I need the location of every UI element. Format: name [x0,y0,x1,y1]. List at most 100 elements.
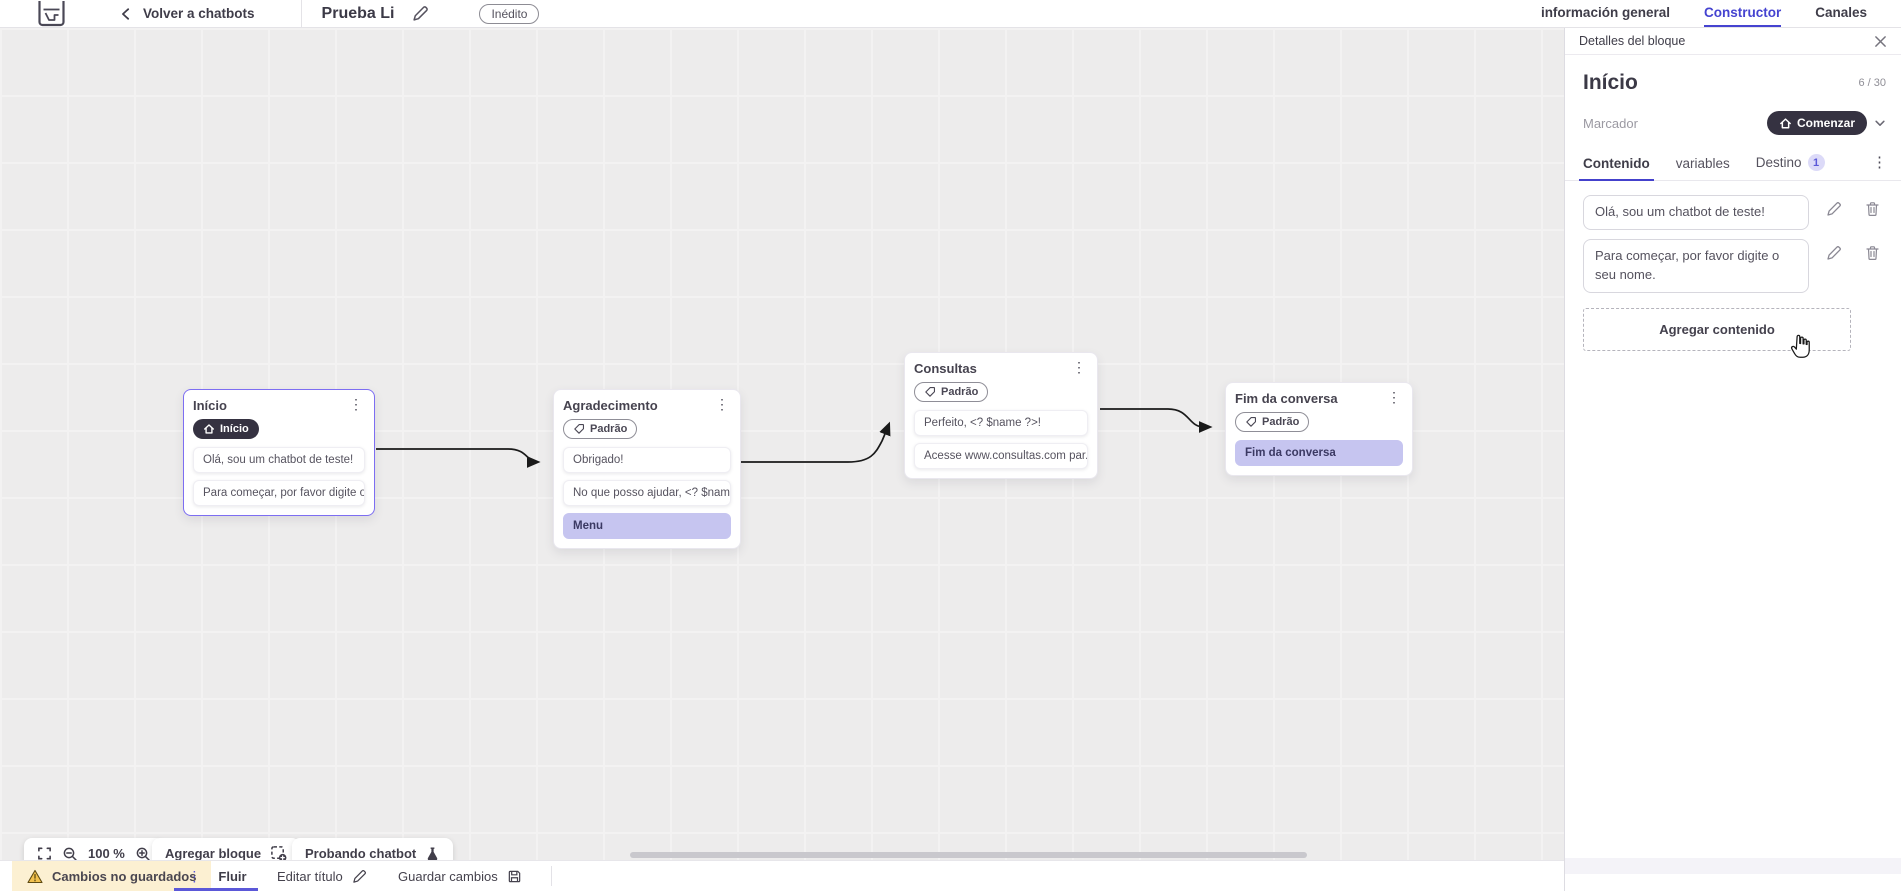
flow-block-agradecimento[interactable]: Agradecimento ⋮ Padrão Obrigado! No que … [553,389,741,549]
tag-icon [925,386,936,397]
flask-icon [425,846,440,860]
tag-icon [1246,416,1257,427]
flow-block-consultas[interactable]: Consultas ⋮ Padrão Perfeito, <? $name ?>… [904,352,1098,479]
add-content-button[interactable]: Agregar contenido [1583,307,1851,351]
content-item-row: Para começar, por favor digite o seu nom… [1565,238,1901,293]
flow-canvas[interactable]: Início ⋮ Início Olá, sou um chatbot de t… [0,28,1564,860]
block-title: Consultas [914,361,977,376]
tab-informacion-general[interactable]: información general [1540,5,1670,20]
block-header: Início ⋮ [193,396,365,413]
zoom-in-icon[interactable] [135,846,151,860]
marker-select[interactable]: Comenzar [1766,111,1867,135]
block-type-label: Padrão [1262,416,1300,428]
destino-count-badge: 1 [1807,154,1825,171]
block-card-menu[interactable]: Fim da conversa [1235,440,1403,466]
block-name-field[interactable]: Início [1583,71,1638,94]
tag-icon [574,423,585,434]
block-title: Agradecimento [563,398,658,413]
block-card[interactable]: Perfeito, <? $name ?>! [914,410,1088,436]
block-type-label: Padrão [941,386,979,398]
block-type-label: Padrão [590,423,628,435]
marker-row: Marcador Comenzar [1565,95,1901,135]
content-text-card[interactable]: Olá, sou um chatbot de teste! [1583,195,1809,230]
block-header: Fim da conversa ⋮ [1235,389,1403,406]
header-divider [300,0,302,28]
block-header: Agradecimento ⋮ [563,396,731,413]
panel-footer-strip [1565,858,1901,874]
header-tabs: información general Constructor Canales [1541,0,1901,27]
block-card-menu[interactable]: Menu [563,513,731,539]
unsaved-changes-label: Cambios no guardados [52,868,197,884]
tab-fluir[interactable]: ⋮ Fluir [174,861,258,891]
zoom-toolbar: 100 % [24,838,164,860]
top-bar: Volver a chatbots Prueba Li Inédito info… [0,0,1901,28]
block-type-pill: Padrão [914,382,989,402]
edit-pencil-icon [352,869,367,884]
block-type-pill: Padrão [563,419,638,439]
block-card[interactable]: Acesse www.consultas.com par... [914,443,1088,469]
content-text-card[interactable]: Para começar, por favor digite o seu nom… [1583,238,1809,293]
bottom-bar: Cambios no guardados ⋮ Fluir Editar títu… [0,860,1564,891]
tab-destino[interactable]: Destino 1 [1756,154,1825,180]
canvas-horizontal-scrollbar[interactable] [630,852,1307,858]
kebab-icon[interactable]: ⋮ [1387,389,1401,405]
flow-block-fim-da-conversa[interactable]: Fim da conversa ⋮ Padrão Fim da conversa [1225,382,1413,476]
chevron-down-icon[interactable] [1874,117,1886,129]
chatbot-title: Prueba Li [321,4,395,22]
test-chatbot-button[interactable]: Probando chatbot [292,838,454,860]
save-changes-label: Guardar cambios [398,868,498,884]
char-counter: 6 / 30 [1858,77,1886,89]
kebab-icon[interactable]: ⋮ [1872,154,1887,171]
status-badge: Inédito [479,3,540,24]
save-icon [507,869,522,884]
add-block-icon [270,845,287,860]
marker-value: Comenzar [1796,116,1855,130]
trash-icon[interactable] [1865,201,1880,217]
tab-constructor[interactable]: Constructor [1703,0,1782,27]
close-icon[interactable] [1874,35,1887,48]
block-card[interactable]: No que posso ajudar, <? $name ... [563,480,731,506]
kebab-icon[interactable]: ⋮ [349,396,363,412]
block-card[interactable]: Olá, sou um chatbot de teste! [193,447,365,473]
panel-tabs: Contenido variables Destino 1 ⋮ [1565,135,1901,181]
content-item-row: Olá, sou um chatbot de teste! [1565,195,1901,230]
app-logo-icon[interactable] [38,0,65,27]
block-card[interactable]: Obrigado! [563,447,731,473]
kebab-icon[interactable]: ⋮ [1072,359,1086,375]
footer-divider [551,866,552,886]
save-changes-button[interactable]: Guardar cambios [398,861,522,891]
tab-destino-label: Destino [1755,155,1802,170]
tab-canales[interactable]: Canales [1815,5,1867,20]
unsaved-changes-chip: Cambios no guardados [12,861,212,891]
block-header: Consultas ⋮ [914,359,1088,376]
back-button[interactable]: Volver a chatbots [119,6,255,21]
tab-contenido[interactable]: Contenido [1579,156,1654,181]
edit-pencil-icon[interactable] [1826,201,1842,217]
tab-variables[interactable]: variables [1675,156,1730,171]
trash-icon[interactable] [1865,245,1880,261]
home-icon [1780,117,1791,129]
block-card[interactable]: Para começar, por favor digite o ... [193,480,365,506]
kebab-icon[interactable]: ⋮ [187,868,202,884]
block-title: Início [193,398,227,413]
panel-header-title: Detalles del bloque [1579,34,1686,48]
tab-fluir-label: Fluir [218,868,247,884]
edit-title-button[interactable]: Editar título [277,861,367,891]
edit-pencil-icon[interactable] [1826,245,1842,261]
kebab-icon[interactable]: ⋮ [715,396,729,412]
active-tab-underline [174,888,258,891]
fit-screen-icon[interactable] [37,846,52,860]
add-block-button[interactable]: Agregar bloque [152,838,301,860]
zoom-level: 100 % [88,846,125,860]
marker-label: Marcador [1583,115,1638,131]
flow-block-inicio[interactable]: Início ⋮ Início Olá, sou um chatbot de t… [183,389,375,516]
block-type-pill: Padrão [1235,412,1310,432]
zoom-out-icon[interactable] [62,846,78,860]
edit-pencil-icon[interactable] [412,5,429,22]
warning-icon [27,869,43,884]
add-content-label: Agregar contenido [1659,321,1775,337]
test-chatbot-label: Probando chatbot [305,846,417,860]
block-details-panel: Detalles del bloque Início 6 / 30 Marcad… [1564,28,1901,891]
add-block-label: Agregar bloque [165,846,262,860]
edit-title-label: Editar título [277,868,343,884]
